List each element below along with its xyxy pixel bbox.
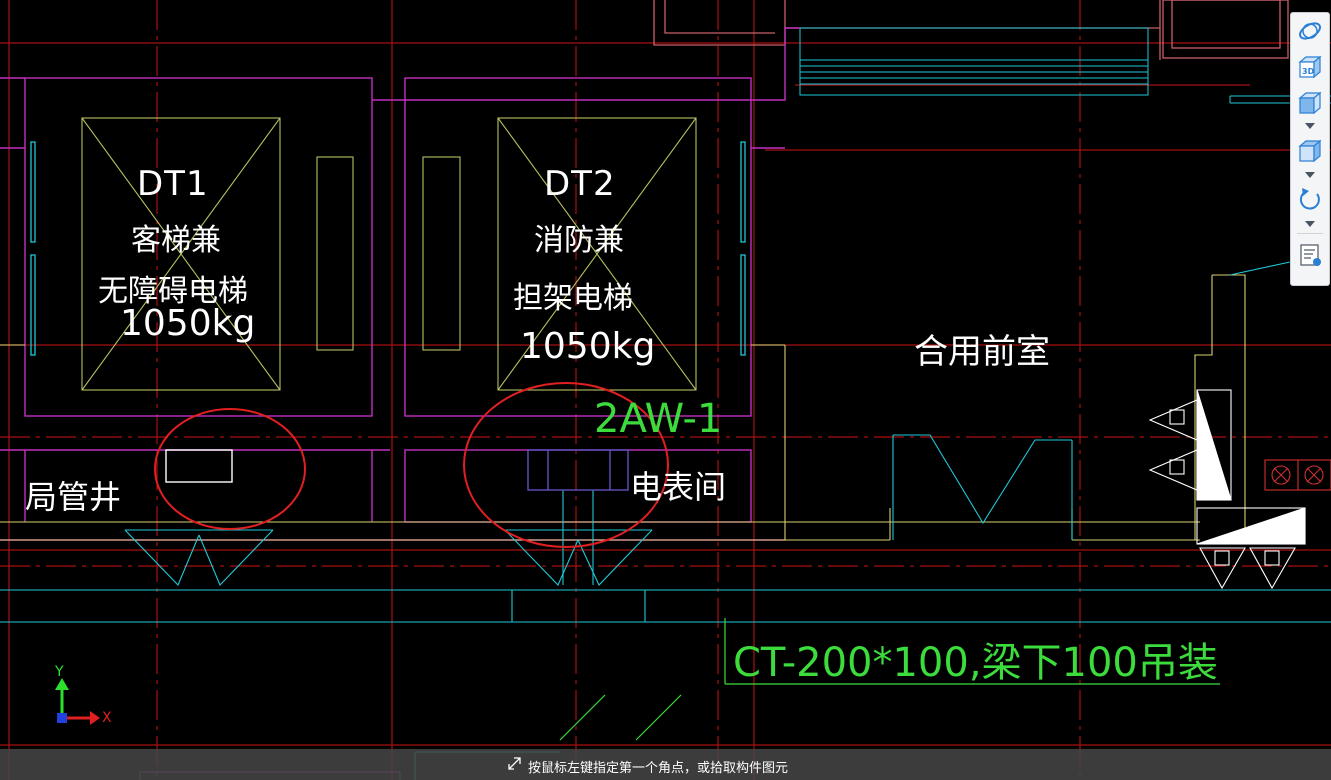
elevator1-code: DT1 <box>137 164 209 204</box>
rotate-icon <box>1299 188 1320 210</box>
elevator1-type-line2: 无障碍电梯 <box>98 274 248 309</box>
chevron-down-icon <box>1305 123 1315 129</box>
elevator1-type-line1: 客梯兼 <box>131 223 221 258</box>
shaft-label: 局管井 <box>25 478 122 516</box>
cube-shaded-icon <box>1298 139 1322 163</box>
cube-3d-icon: 3D <box>1298 55 1322 79</box>
front-room-label: 合用前室 <box>914 332 1050 372</box>
elevator2-capacity: 1050kg <box>520 326 656 367</box>
orbit-icon <box>1299 22 1321 40</box>
elevator-dt1-car <box>81 117 354 391</box>
view-3d-button[interactable]: 3D <box>1296 53 1324 81</box>
view-cube-shaded-button[interactable] <box>1296 137 1324 165</box>
circuit-tag: 2AW-1 <box>594 396 723 442</box>
list-view-icon <box>1300 244 1321 266</box>
command-prompt-bar: 按鼠标左键指定第一个角点，或拾取构件图元 <box>0 749 1331 780</box>
view-toolbar: 3D <box>1290 12 1330 286</box>
shaft-opening <box>165 449 233 483</box>
doors-and-pipes <box>0 261 1331 623</box>
top-window <box>799 27 1331 104</box>
corner-select-icon <box>508 757 521 770</box>
axis-y-label: Y <box>55 664 64 680</box>
annotation-circles <box>154 382 669 548</box>
fire-dampers <box>1264 459 1331 491</box>
view-shaded-dropdown[interactable] <box>1303 170 1317 180</box>
chevron-down-icon <box>1305 221 1315 227</box>
rotate-dropdown[interactable] <box>1303 219 1317 229</box>
meter-cabinet <box>527 449 629 491</box>
meter-room-label: 电表间 <box>630 468 727 506</box>
command-prompt-text: 按鼠标左键指定第一个角点，或拾取构件图元 <box>528 761 789 776</box>
top-structure <box>653 0 1289 60</box>
toolbar-separator <box>1297 233 1323 234</box>
properties-view-button[interactable] <box>1296 241 1324 269</box>
ucs-axis-gizmo <box>55 678 100 725</box>
view-cube-button[interactable] <box>1296 89 1324 117</box>
equipment-symbols <box>1148 389 1306 590</box>
elevator1-capacity: 1050kg <box>120 303 256 344</box>
cube-icon <box>1298 91 1322 115</box>
elevator2-type-line2: 担架电梯 <box>513 281 633 316</box>
chevron-down-icon <box>1305 172 1315 178</box>
yellow-structure <box>0 274 1246 541</box>
rotate-button[interactable] <box>1296 185 1324 213</box>
elevator-dt2-car <box>422 117 697 391</box>
cable-tray-leader <box>559 618 1220 741</box>
view-3d-text: 3D <box>1302 67 1315 76</box>
axis-x-label: X <box>102 710 112 726</box>
elevator2-code: DT2 <box>544 164 616 204</box>
cable-tray-note: CT-200*100,梁下100吊装 <box>733 640 1218 686</box>
view-cube-dropdown[interactable] <box>1303 121 1317 131</box>
orbit-button[interactable] <box>1296 17 1324 45</box>
elevator2-type-line1: 消防兼 <box>534 223 624 258</box>
elevator-door-jambs <box>30 141 746 356</box>
